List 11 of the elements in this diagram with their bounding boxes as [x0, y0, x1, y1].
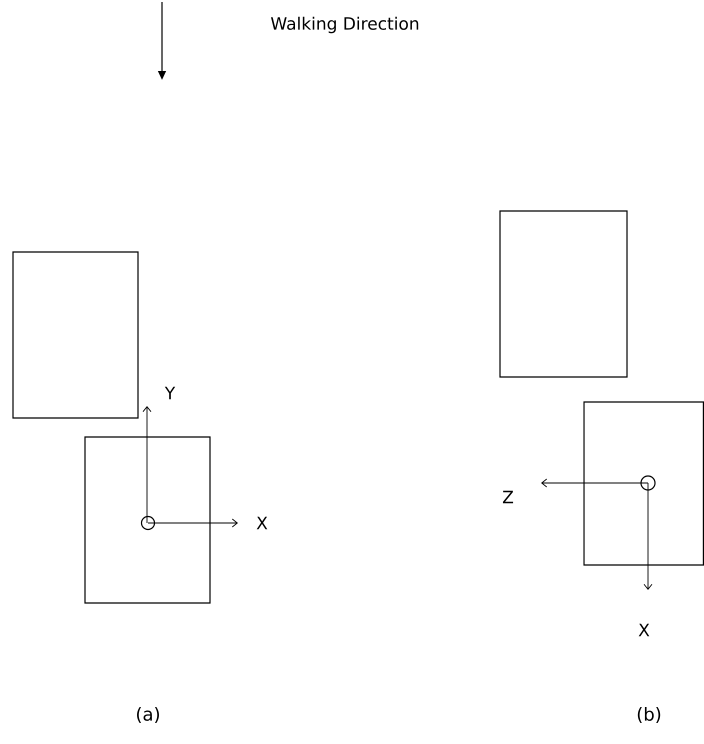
rectangle — [84, 436, 211, 604]
axis-label: Y — [164, 386, 176, 400]
rectangle — [499, 210, 628, 378]
rectangle — [583, 401, 704, 566]
panel-label: (a) — [137, 706, 159, 723]
panel-label: (b) — [638, 706, 660, 724]
rectangle — [12, 251, 139, 419]
direction-label: Walking Direction — [270, 16, 418, 34]
axis-label: Z — [502, 490, 514, 504]
axis-label: X — [638, 624, 650, 636]
axis-label: X — [256, 516, 268, 530]
